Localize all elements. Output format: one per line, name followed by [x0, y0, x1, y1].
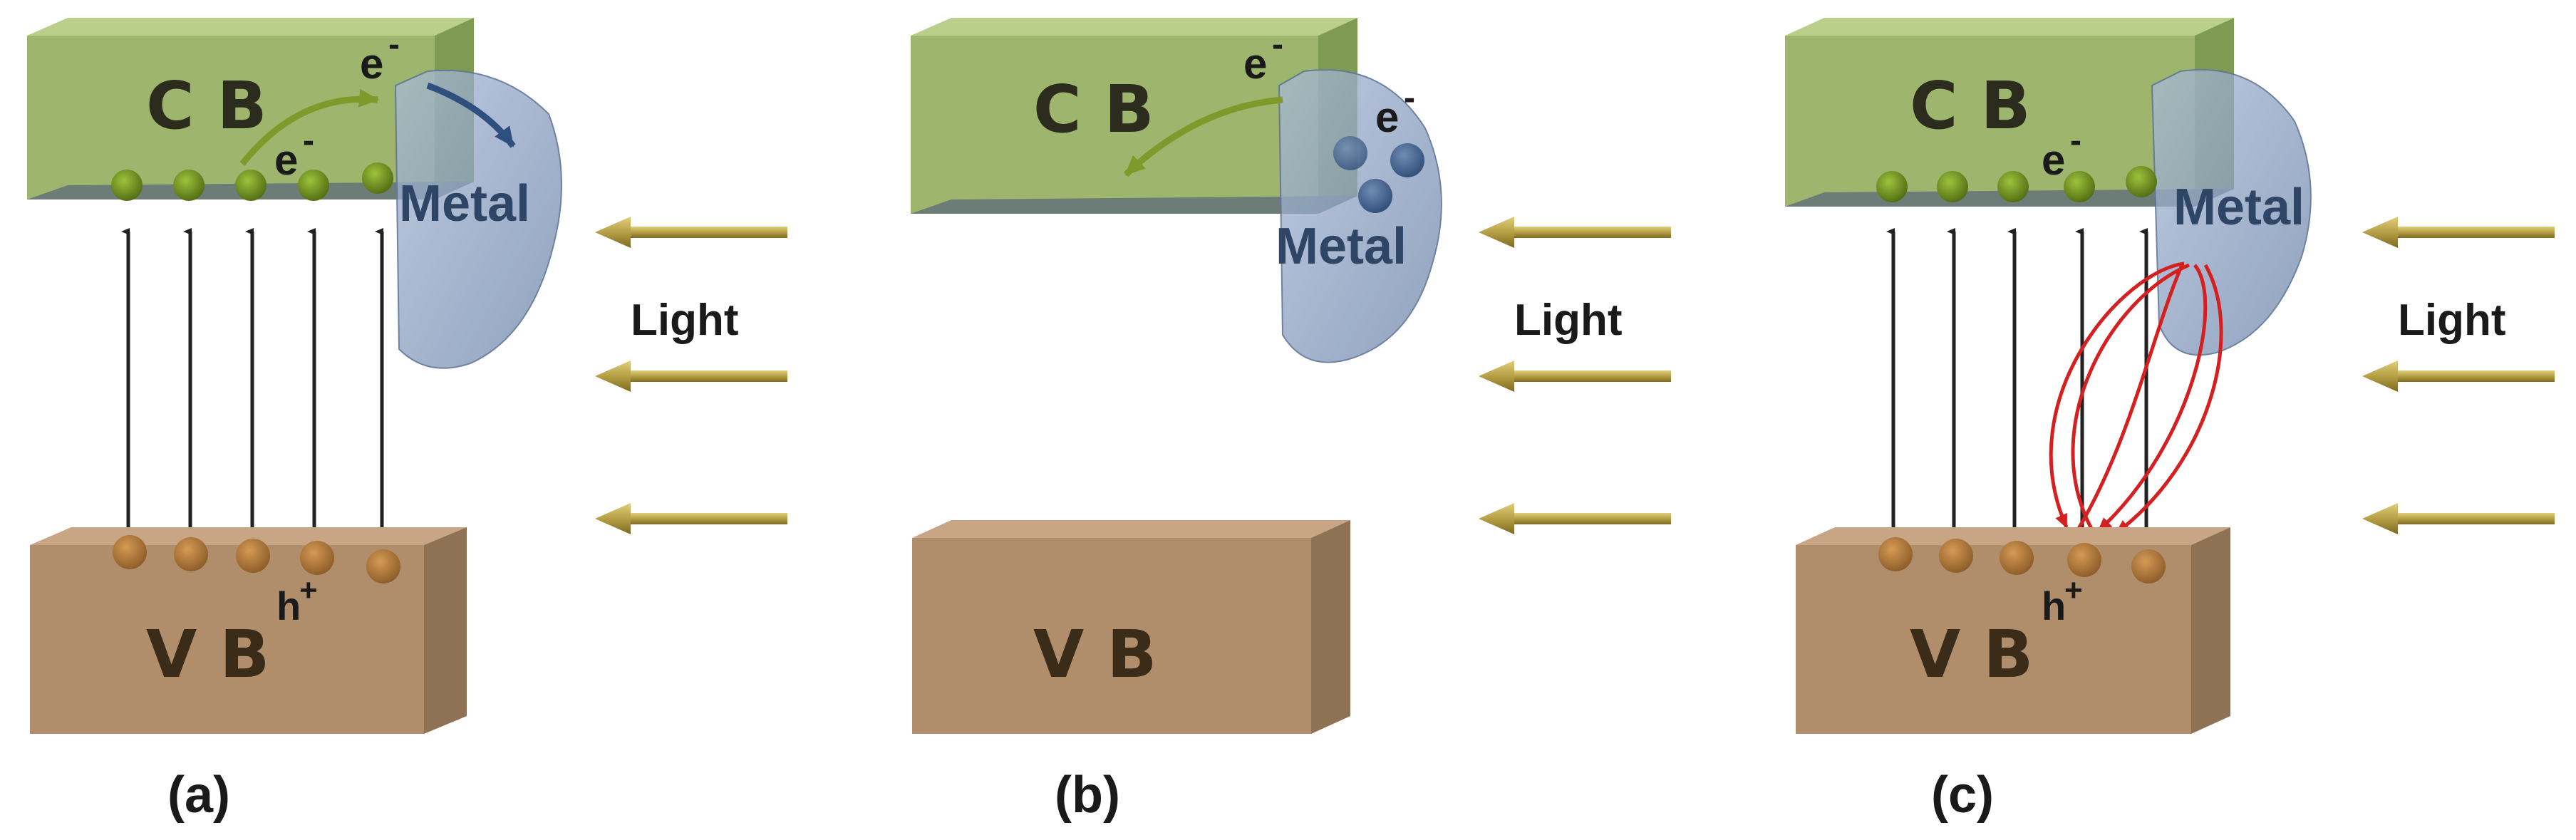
electron — [1937, 171, 1968, 202]
metal-particle — [394, 69, 562, 369]
conduction-band-label: C B — [146, 68, 267, 144]
metal-particle — [1278, 68, 1442, 363]
hole-label: h — [2042, 584, 2066, 628]
hole-charge: + — [2064, 573, 2083, 608]
valence-band-label: V B — [1033, 616, 1157, 693]
vb-holes — [1878, 537, 2166, 584]
electron-label-top: e — [360, 40, 383, 88]
electron — [1876, 171, 1908, 202]
electron-charge: - — [2070, 122, 2081, 160]
light-arrow — [595, 361, 787, 392]
panel-caption: (c) — [1931, 767, 1994, 824]
hole — [174, 537, 208, 571]
electron — [2126, 166, 2157, 197]
light-label: Light — [2398, 296, 2506, 345]
electron-into-metal-arrow — [426, 82, 516, 148]
light-arrow — [595, 503, 787, 534]
vb-holes — [113, 535, 400, 584]
hole — [1939, 539, 1973, 573]
electron — [298, 170, 329, 201]
light-arrow — [595, 217, 787, 248]
valence-band-label: V B — [146, 616, 269, 693]
electron-charge-metal: - — [1404, 79, 1415, 117]
light-arrow — [2362, 361, 2555, 392]
excitation-arrows — [121, 228, 384, 556]
light-label: Light — [631, 296, 739, 345]
electron — [235, 170, 267, 201]
hole — [2131, 549, 2166, 584]
metal-electron — [1390, 143, 1424, 177]
electron-charge-mid: - — [303, 122, 314, 160]
valence-band-label: V B — [1910, 616, 2033, 693]
conduction-band-label: C B — [1910, 68, 2031, 144]
electron-transfer-arrow — [239, 88, 379, 166]
energy-transfer-loop — [2049, 261, 2185, 529]
light-arrows — [1479, 217, 1671, 534]
energy-transfer-loop — [2115, 264, 2223, 534]
energy-transfer-loop — [2075, 264, 2184, 532]
energy-transfer-loop — [2097, 264, 2208, 532]
cb-electrons — [1876, 166, 2157, 202]
valence-band-block — [912, 520, 1350, 734]
electron — [362, 162, 393, 194]
metal-electron — [1358, 179, 1392, 213]
electron — [173, 170, 205, 201]
cb-electrons — [111, 162, 393, 201]
hole — [236, 539, 270, 573]
metal-electrons — [1333, 136, 1424, 213]
metal-label: Metal — [1276, 218, 1407, 275]
panel-caption: (a) — [167, 767, 230, 824]
light-arrow — [1479, 361, 1671, 392]
electron-charge-top: - — [388, 26, 400, 63]
hole — [366, 549, 400, 584]
light-arrows — [595, 217, 787, 534]
hole — [113, 535, 147, 569]
electron-charge-top: - — [1272, 26, 1283, 63]
electron — [1997, 171, 2029, 202]
electron-backtransfer-arrow — [1123, 96, 1283, 177]
light-arrows — [2362, 217, 2555, 534]
energy-transfer-loops — [2049, 261, 2223, 534]
conduction-band-block — [911, 18, 1357, 214]
valence-band-block — [1796, 527, 2230, 734]
hole — [2067, 543, 2101, 577]
metal-label: Metal — [399, 175, 530, 232]
electron-label: e — [2042, 136, 2065, 184]
light-arrow — [2362, 217, 2555, 248]
hole — [1878, 537, 1913, 571]
panel-caption: (b) — [1055, 767, 1120, 824]
electron-label-top: e — [1243, 40, 1267, 88]
light-arrow — [1479, 503, 1671, 534]
electron-label-metal: e — [1375, 93, 1399, 141]
hole-charge: + — [299, 573, 318, 608]
excitation-arrows — [1886, 228, 2148, 552]
metal-particle — [2151, 68, 2312, 356]
panel-c: C B Metal e - — [1785, 18, 2555, 824]
metal-label: Metal — [2173, 179, 2305, 236]
light-arrow — [1479, 217, 1671, 248]
panel-a: C B Metal e - e - — [27, 18, 787, 824]
light-label: Light — [1514, 296, 1623, 345]
conduction-band-label: C B — [1033, 71, 1154, 147]
metal-electron — [1333, 136, 1367, 170]
hole — [300, 541, 334, 575]
electron-label-mid: e — [274, 136, 298, 184]
light-arrow — [2362, 503, 2555, 534]
energy-transfer-loop — [2071, 263, 2190, 530]
hole — [2000, 541, 2034, 575]
electron — [2064, 171, 2095, 202]
valence-band-block — [30, 527, 467, 734]
electron — [111, 170, 143, 201]
hole-label: h — [276, 584, 301, 628]
panel-b: C B Metal e - e - V B — [911, 18, 1671, 824]
